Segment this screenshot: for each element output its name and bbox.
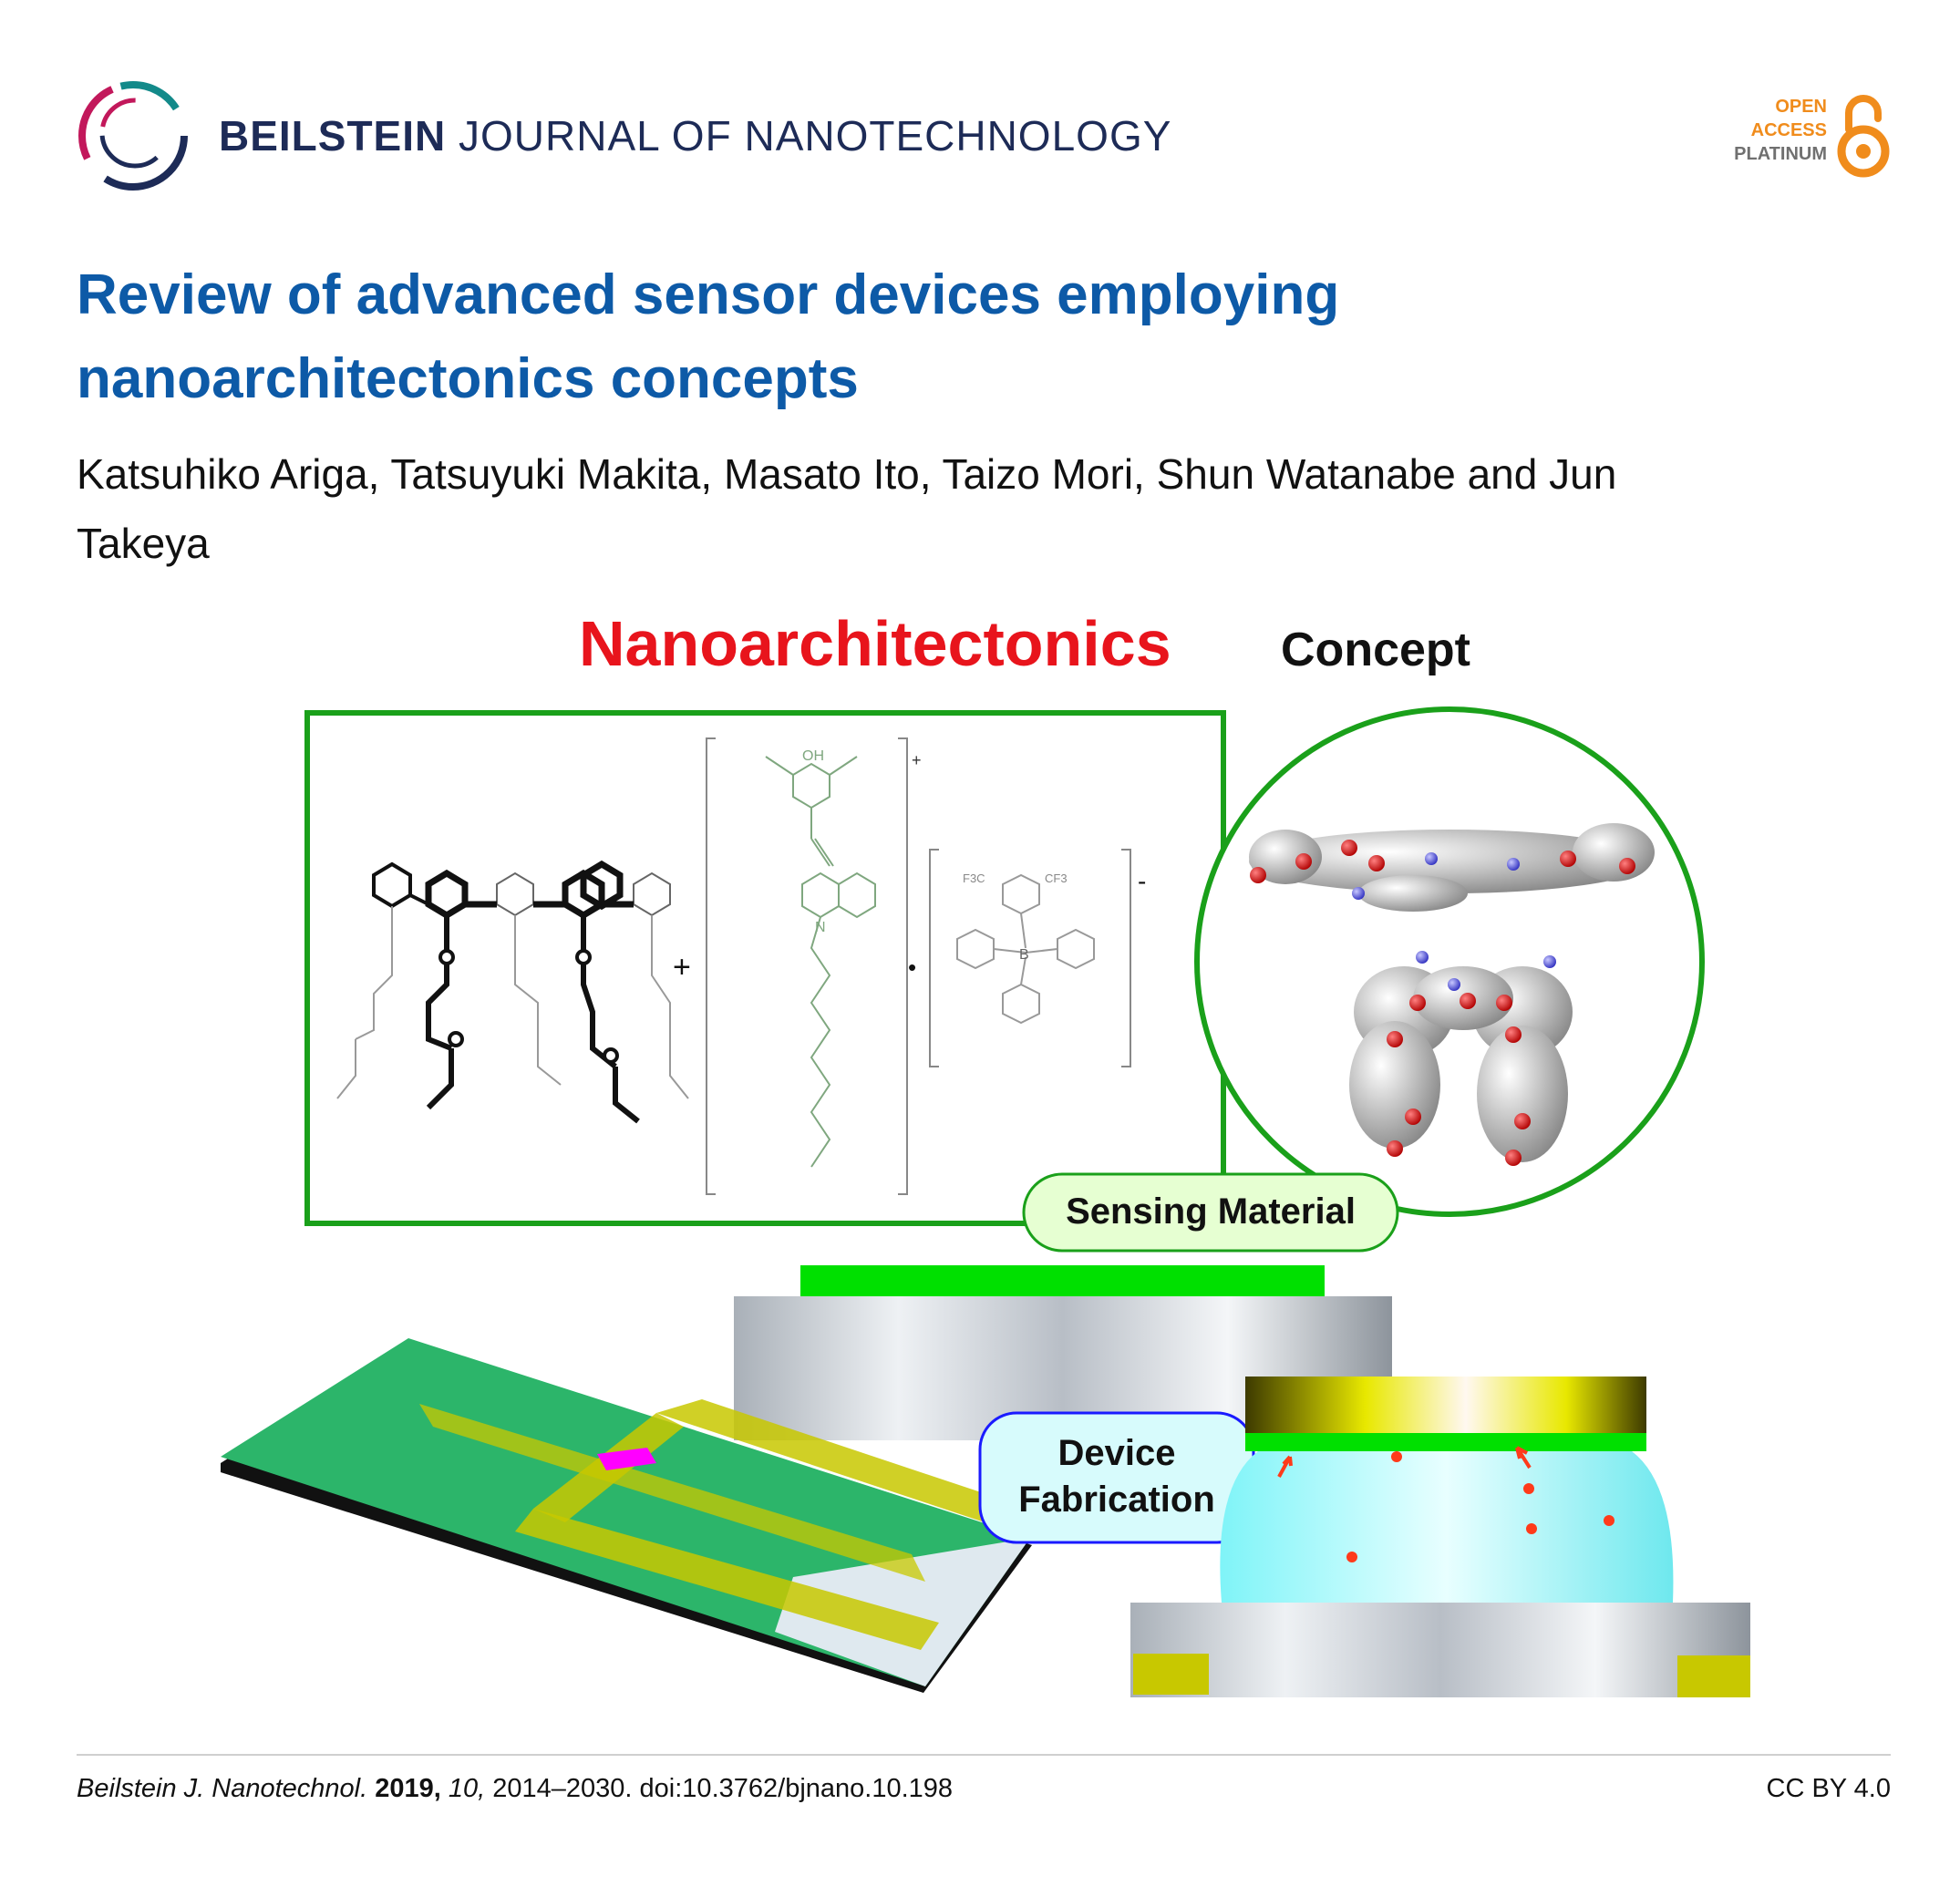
sensing-film [800,1265,1325,1296]
graphical-abstract: Nanoarchitectonics Concept [210,611,1769,1723]
open-access-line1: OPEN [1775,97,1827,117]
journal-name-rest: JOURNAL OF NANOTECHNOLOGY [459,112,1172,160]
cf3-label-a: F3C [963,871,985,885]
calixarene-structure [336,860,689,1124]
oh-label: OH [802,748,824,764]
heading-black: Concept [1281,624,1470,676]
device-fabrication-line2: Fabrication [1018,1480,1215,1520]
journal-name-strong: BEILSTEIN [219,112,447,160]
space-filling-model-top [1249,823,1655,912]
n-label: N [815,920,826,935]
citation-volume: 10, [448,1774,486,1803]
boron-label: B [1019,947,1029,963]
graphical-abstract-figure: Nanoarchitectonics Concept [221,611,1750,1697]
citation-journal: Beilstein J. Nanotechnol. [77,1774,368,1803]
license-label: CC BY 4.0 [1766,1774,1891,1803]
plus-sign: + [673,950,691,985]
citation-pages-doi: 2014–2030. doi:10.3762/bjnano.10.198 [492,1774,954,1803]
cation-charge: + [912,751,922,769]
anion-charge: - [1138,867,1146,895]
open-access-line3: PLATINUM [1734,144,1827,164]
dye-molecule: OH N + [706,737,922,1195]
sensing-material-pill [1022,1172,1399,1253]
sensor-chip [221,1338,1032,1693]
article-authors: Katsuhiko Ariga, Tatsuyuki Makita, Masat… [77,450,1617,567]
molecular-model-circle [1194,706,1705,1217]
article-title: Review of advanced sensor devices employ… [77,263,1340,410]
journal-header: BEILSTEIN JOURNAL OF NANOTECHNOLOGY OPEN… [77,77,1891,204]
open-access-badge: OPEN ACCESS PLATINUM [1708,93,1891,184]
journal-name: BEILSTEIN JOURNAL OF NANOTECHNOLOGY [219,111,1171,160]
citation: Beilstein J. Nanotechnol. 2019, 10, 2014… [77,1774,953,1804]
open-access-line2: ACCESS [1750,120,1827,140]
footer-divider [77,1754,1891,1756]
citation-year: 2019, [375,1774,441,1803]
device-fabrication-line1: Device [1058,1433,1176,1473]
sensing-material-label: Sensing Material [1066,1191,1356,1232]
device-cross-section [1130,1377,1750,1697]
beilstein-logo-icon [78,81,188,191]
space-filling-model-bottom [1349,951,1573,1166]
open-access-text: OPEN ACCESS PLATINUM [1734,95,1827,166]
cf3-label-b: CF3 [1045,871,1068,885]
ion-pair-dot: • [908,954,916,981]
open-access-lock-icon [1837,95,1890,178]
heading-red: Nanoarchitectonics [579,611,1171,679]
borate-anion: B F3C CF3 - [929,849,1146,1067]
